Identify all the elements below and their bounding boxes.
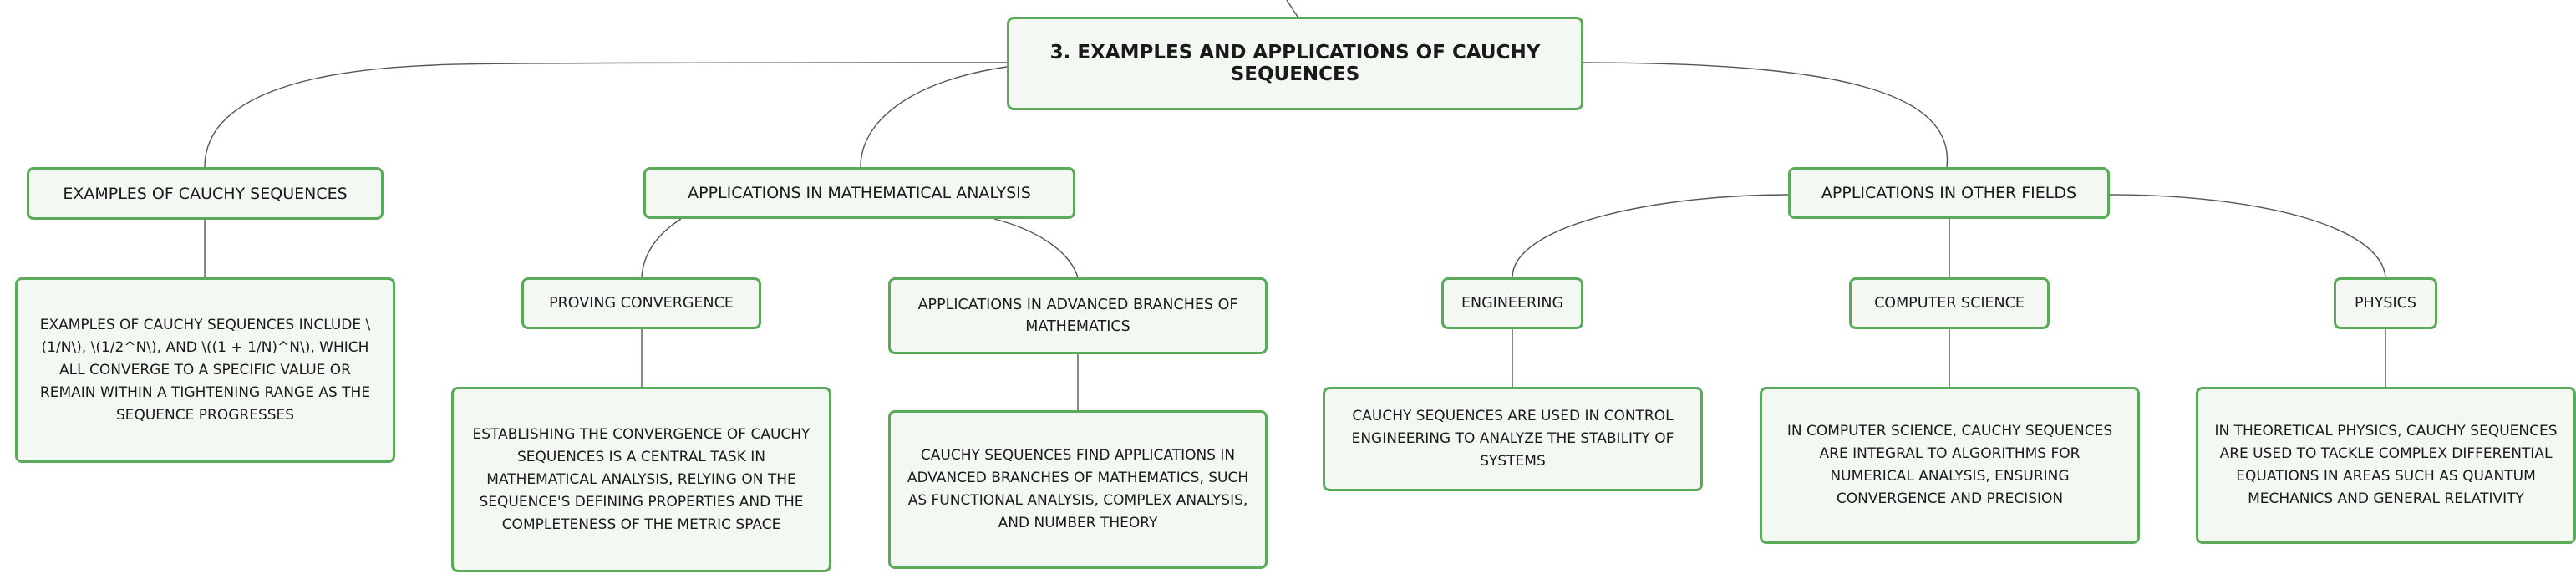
connector-root-other [1583, 62, 1949, 168]
computer-science-label: COMPUTER SCIENCE [1874, 295, 2025, 312]
connector-other-engineering [1512, 194, 1789, 278]
other-fields-node-label: APPLICATIONS IN OTHER FIELDS [1821, 184, 2077, 202]
advanced-branches-node[interactable]: APPLICATIONS IN ADVANCED BRANCHES OF MAT… [888, 277, 1268, 354]
proving-convergence-detail-node[interactable]: ESTABLISHING THE CONVERGENCE OF CAUCHY S… [451, 387, 831, 572]
examples-node[interactable]: EXAMPLES OF CAUCHY SEQUENCES [27, 167, 384, 220]
computer-science-detail-text: IN COMPUTER SCIENCE, CAUCHY SEQUENCES AR… [1786, 423, 2113, 507]
proving-convergence-node[interactable]: PROVING CONVERGENCE [521, 277, 761, 329]
physics-label: PHYSICS [2355, 295, 2416, 312]
physics-node[interactable]: PHYSICS [2334, 277, 2437, 329]
engineering-node[interactable]: ENGINEERING [1441, 277, 1583, 329]
connector-root-parent [1286, 0, 1298, 18]
root-node-label: 3. EXAMPLES AND APPLICATIONS OF CAUCHY S… [1049, 42, 1541, 85]
connector-analysis-advanced [993, 218, 1079, 278]
connector-root-analysis [860, 66, 1008, 168]
computer-science-node[interactable]: COMPUTER SCIENCE [1849, 277, 2050, 329]
analysis-node[interactable]: APPLICATIONS IN MATHEMATICAL ANALYSIS [643, 167, 1075, 219]
advanced-branches-detail-text: CAUCHY SEQUENCES FIND APPLICATIONS IN AD… [907, 447, 1249, 531]
examples-node-label: EXAMPLES OF CAUCHY SEQUENCES [63, 184, 348, 203]
proving-convergence-label: PROVING CONVERGENCE [549, 295, 734, 312]
other-fields-node[interactable]: APPLICATIONS IN OTHER FIELDS [1788, 167, 2110, 219]
advanced-branches-label: APPLICATIONS IN ADVANCED BRANCHES OF MAT… [917, 297, 1238, 335]
proving-convergence-detail-text: ESTABLISHING THE CONVERGENCE OF CAUCHY S… [472, 425, 810, 533]
connector-other-physics [2109, 194, 2386, 278]
physics-detail-node[interactable]: IN THEORETICAL PHYSICS, CAUCHY SEQUENCES… [2196, 387, 2576, 544]
physics-detail-text: IN THEORETICAL PHYSICS, CAUCHY SEQUENCES… [2214, 423, 2558, 507]
engineering-label: ENGINEERING [1461, 295, 1564, 312]
engineering-detail-text: CAUCHY SEQUENCES ARE USED IN CONTROL ENG… [1351, 408, 1674, 470]
engineering-detail-node[interactable]: CAUCHY SEQUENCES ARE USED IN CONTROL ENG… [1323, 387, 1703, 491]
computer-science-detail-node[interactable]: IN COMPUTER SCIENCE, CAUCHY SEQUENCES AR… [1760, 387, 2140, 544]
examples-detail-node[interactable]: EXAMPLES OF CAUCHY SEQUENCES INCLUDE \(1… [15, 277, 395, 463]
examples-detail-text: EXAMPLES OF CAUCHY SEQUENCES INCLUDE \(1… [39, 316, 371, 424]
connector-root-examples [204, 62, 1008, 168]
connector-analysis-proving [641, 218, 682, 278]
advanced-branches-detail-node[interactable]: CAUCHY SEQUENCES FIND APPLICATIONS IN AD… [888, 410, 1268, 569]
analysis-node-label: APPLICATIONS IN MATHEMATICAL ANALYSIS [688, 184, 1031, 202]
root-node[interactable]: 3. EXAMPLES AND APPLICATIONS OF CAUCHY S… [1007, 17, 1583, 110]
